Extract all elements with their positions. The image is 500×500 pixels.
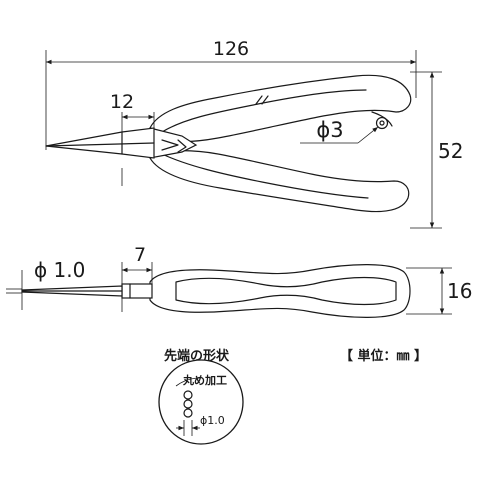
tip-ball-2	[183, 399, 193, 409]
spring-hole-inner	[379, 120, 385, 126]
inset-diameter-value: ϕ1.0	[200, 414, 225, 427]
tip-diameter-value: ϕ 1.0	[34, 258, 85, 282]
unit-note: 【 単位：㎜ 】	[340, 348, 427, 364]
tip-shape-title: 先端の形状	[164, 348, 230, 364]
top-view-joint	[121, 283, 153, 299]
spring-hole	[375, 116, 389, 130]
top-view: ϕ 1.0 7 16	[6, 244, 472, 318]
tip-shape-inset: 先端の形状 丸め加工 ϕ1.0	[158, 348, 244, 445]
side-view: 126 12 ϕ3 52	[45, 38, 463, 229]
length-dimension-value: 126	[213, 38, 249, 60]
upper-handle-grip-marks	[255, 95, 269, 105]
inset-circle	[158, 359, 244, 445]
top-view-handle	[149, 264, 411, 318]
spring-hole-value: ϕ3	[316, 118, 343, 142]
tip-length-value: 7	[134, 244, 146, 266]
rounding-label: 丸め加工	[182, 373, 227, 387]
thickness-value: 16	[447, 279, 472, 303]
spring-hole-leader	[357, 126, 379, 144]
height-dimension-value: 52	[438, 139, 463, 163]
rounding-leader	[175, 377, 201, 387]
lower-handle-inner-edge	[161, 153, 369, 199]
tip-ball-1	[183, 390, 193, 400]
lower-handle	[148, 150, 410, 213]
jaw-width-value: 12	[110, 91, 134, 113]
tip-ball-3	[183, 408, 193, 418]
top-view-grip-recess	[175, 276, 397, 306]
joint-detail	[161, 139, 179, 151]
joint-detail-2	[177, 139, 187, 153]
upper-handle-inner-edge	[161, 89, 367, 133]
jaw-parting-line	[45, 142, 155, 147]
spring-hinge	[371, 111, 393, 127]
